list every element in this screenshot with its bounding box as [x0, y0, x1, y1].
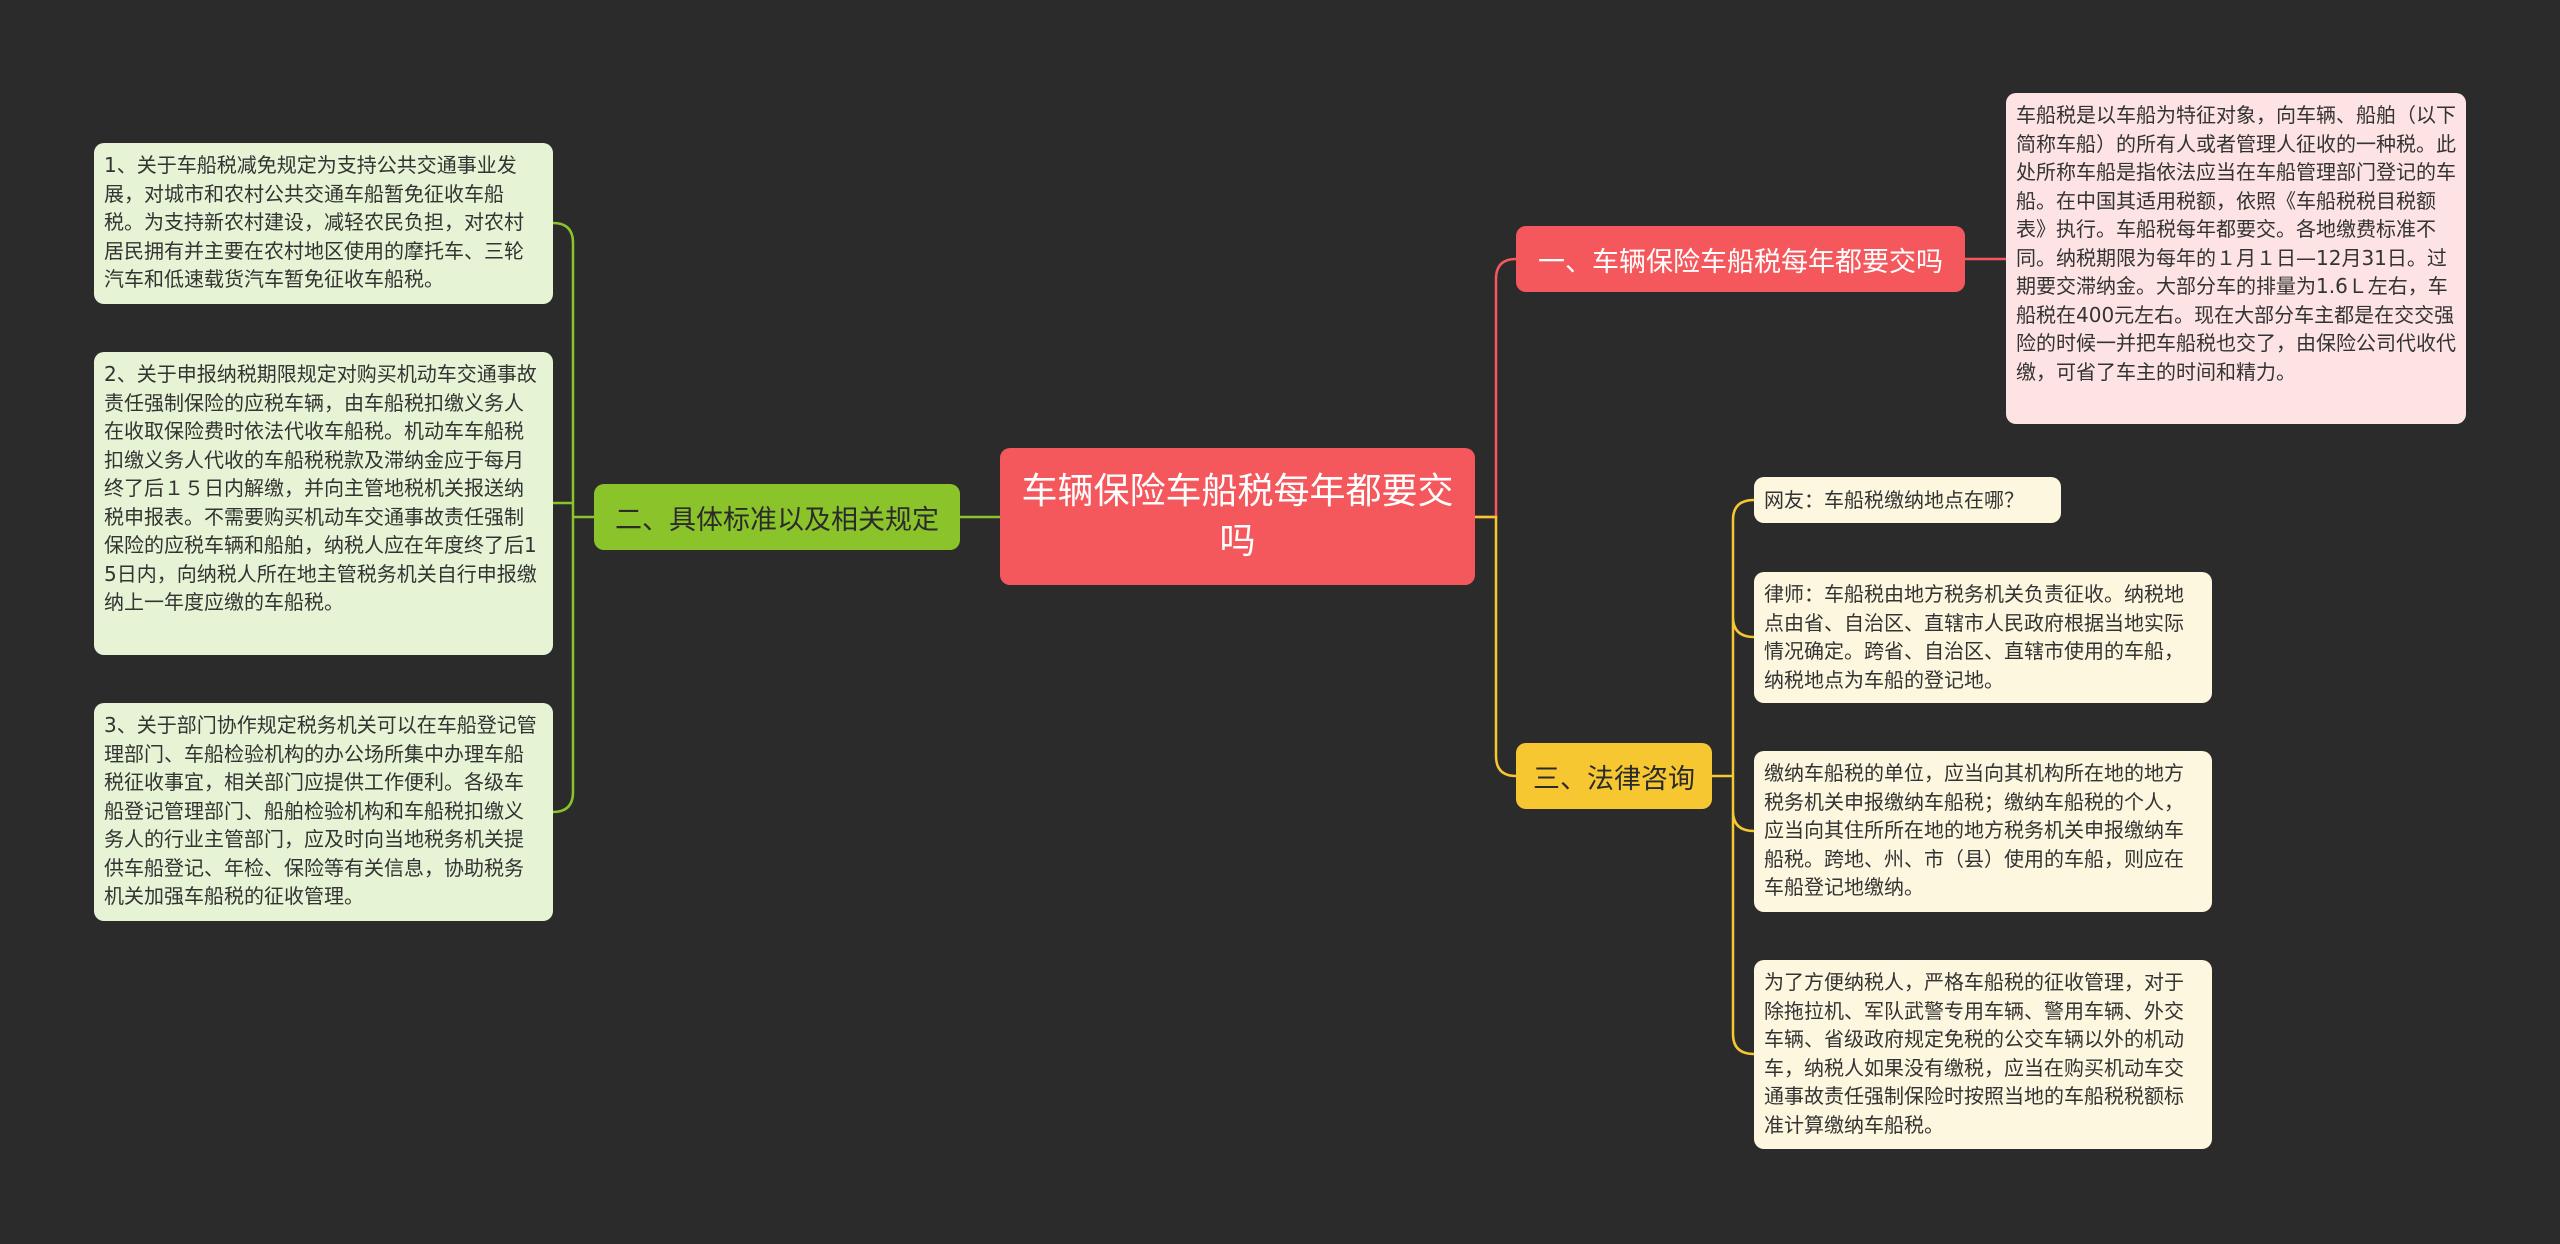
- branch-label: 二、具体标准以及相关规定: [615, 504, 939, 536]
- branch-label: 三、法律咨询: [1533, 763, 1695, 795]
- leaf-node[interactable]: 为了方便纳税人，严格车船税的征收管理，对于除拖拉机、军队武警专用车辆、警用车辆、…: [1754, 960, 2212, 1149]
- leaf-node[interactable]: 缴纳车船税的单位，应当向其机构所在地的地方税务机关申报缴纳车船税；缴纳车船税的个…: [1754, 751, 2212, 912]
- branch-node-3[interactable]: 三、法律咨询: [1516, 743, 1712, 809]
- leaf-text: 1、关于车船税减免规定为支持公共交通事业发展，对城市和农村公共交通车船暂免征收车…: [104, 153, 524, 291]
- leaf-node[interactable]: 网友：车船税缴纳地点在哪？: [1754, 477, 2061, 523]
- branch-label: 一、车辆保险车船税每年都要交吗: [1538, 246, 1943, 278]
- connector-root-branch-3: [1475, 515, 1517, 778]
- root-title: 车辆保险车船税每年都要交吗: [1021, 470, 1454, 562]
- leaf-text: 2、关于申报纳税期限规定对购买机动车交通事故责任强制保险的应税车辆，由车船税扣缴…: [104, 362, 537, 614]
- leaf-text: 为了方便纳税人，严格车船税的征收管理，对于除拖拉机、军队武警专用车辆、警用车辆、…: [1764, 970, 2184, 1137]
- root-node[interactable]: 车辆保险车船税每年都要交吗: [1000, 448, 1475, 585]
- leaf-node[interactable]: 3、关于部门协作规定税务机关可以在车船登记管理部门、车船检验机构的办公场所集中办…: [94, 703, 553, 921]
- branch-node-2[interactable]: 二、具体标准以及相关规定: [594, 484, 960, 550]
- connector-branch-2-leaves: [552, 221, 594, 814]
- leaf-node[interactable]: 2、关于申报纳税期限规定对购买机动车交通事故责任强制保险的应税车辆，由车船税扣缴…: [94, 352, 553, 655]
- leaf-text: 网友：车船税缴纳地点在哪？: [1764, 487, 2024, 512]
- leaf-text: 3、关于部门协作规定税务机关可以在车船登记管理部门、车船检验机构的办公场所集中办…: [104, 713, 537, 908]
- leaf-text: 律师：车船税由地方税务机关负责征收。纳税地点由省、自治区、直辖市人民政府根据当地…: [1764, 582, 2184, 692]
- connector-root-branch-1: [1475, 257, 1517, 519]
- branch-node-1[interactable]: 一、车辆保险车船税每年都要交吗: [1516, 226, 1965, 292]
- leaf-node[interactable]: 1、关于车船税减免规定为支持公共交通事业发展，对城市和农村公共交通车船暂免征收车…: [94, 143, 553, 304]
- leaf-node[interactable]: 车船税是以车船为特征对象，向车辆、船舶（以下简称车船）的所有人或者管理人征收的一…: [2006, 93, 2466, 424]
- leaf-text: 缴纳车船税的单位，应当向其机构所在地的地方税务机关申报缴纳车船税；缴纳车船税的个…: [1764, 761, 2184, 899]
- leaf-text: 车船税是以车船为特征对象，向车辆、船舶（以下简称车船）的所有人或者管理人征收的一…: [2016, 103, 2456, 384]
- leaf-node[interactable]: 律师：车船税由地方税务机关负责征收。纳税地点由省、自治区、直辖市人民政府根据当地…: [1754, 572, 2212, 703]
- connector-branch-3-leaves: [1712, 498, 1755, 1056]
